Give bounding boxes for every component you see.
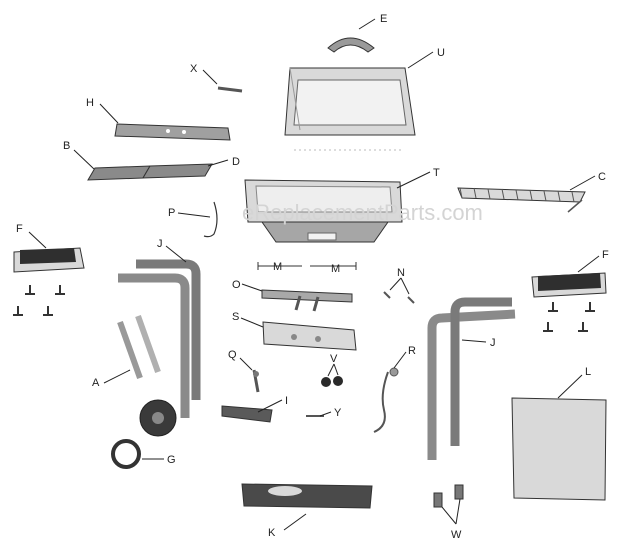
- part-bottom-tray: [241, 483, 373, 509]
- dimension-markers: [257, 262, 357, 270]
- label-H: H: [86, 97, 94, 109]
- label-S: S: [232, 311, 239, 323]
- part-side-shelf-right: [531, 272, 607, 332]
- part-wheel: [111, 399, 177, 469]
- label-G: G: [167, 454, 176, 466]
- label-R: R: [408, 345, 416, 357]
- part-firebox: [244, 179, 403, 243]
- label-J-right: J: [490, 337, 496, 349]
- part-burner: [261, 289, 353, 312]
- part-regulator-hose: [373, 367, 399, 433]
- label-C: C: [598, 171, 606, 183]
- label-O: O: [232, 279, 241, 291]
- part-hook: [203, 201, 218, 238]
- part-lid: [284, 67, 416, 151]
- part-control-panel: [262, 321, 357, 351]
- part-leg-frame-left: [118, 259, 201, 418]
- part-control-knobs: [321, 376, 343, 387]
- label-T: T: [433, 167, 440, 179]
- part-igniter: [252, 369, 260, 393]
- watermark: eReplacementParts.com: [242, 200, 483, 225]
- part-heat-shield: [114, 123, 231, 141]
- label-F-right: F: [602, 249, 609, 261]
- label-M-right: M: [331, 263, 340, 275]
- label-F-left: F: [16, 223, 23, 235]
- label-N: N: [397, 267, 405, 279]
- part-tank-brackets: [433, 484, 464, 508]
- label-Y: Y: [334, 407, 342, 419]
- part-bottom-plate: [221, 405, 273, 423]
- part-cooking-grates: [87, 163, 213, 181]
- label-M-left: M: [273, 261, 282, 273]
- label-A: A: [92, 377, 100, 389]
- label-D: D: [232, 156, 240, 168]
- label-K: K: [268, 527, 276, 539]
- label-X: X: [190, 63, 198, 75]
- part-leg-frame-right: [427, 297, 516, 460]
- label-U: U: [437, 47, 445, 59]
- part-warming-rack: [457, 187, 586, 213]
- label-E: E: [380, 13, 387, 25]
- part-lid-handle: [327, 37, 375, 53]
- label-V: V: [330, 353, 338, 365]
- label-W: W: [451, 529, 462, 541]
- label-J-left: J: [157, 238, 163, 250]
- label-P: P: [168, 207, 175, 219]
- part-support-brackets: [117, 314, 161, 380]
- part-side-shelf-left: [13, 247, 85, 316]
- part-door-panel: [511, 397, 607, 501]
- part-bolts: [383, 291, 415, 304]
- label-Q: Q: [228, 349, 237, 361]
- part-screw: [217, 86, 243, 93]
- label-L: L: [585, 366, 591, 378]
- label-I: I: [285, 395, 288, 407]
- label-B: B: [63, 140, 70, 152]
